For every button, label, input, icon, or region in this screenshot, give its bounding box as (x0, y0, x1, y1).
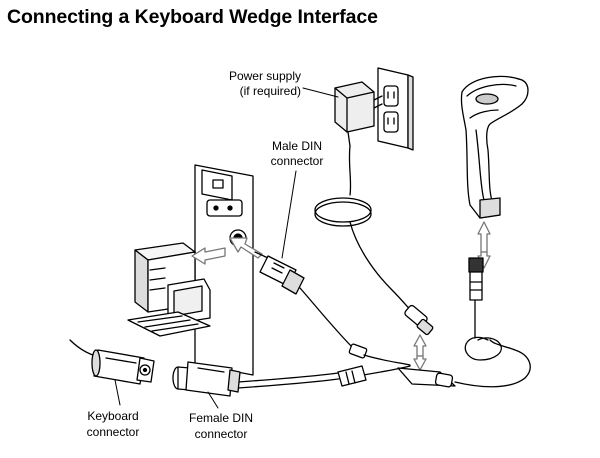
scanner-cable (464, 257, 502, 361)
power-supply (314, 81, 434, 336)
y-cable (237, 339, 531, 389)
male-din-connector (254, 251, 368, 359)
barcode-scanner (460, 75, 529, 219)
female-din-label-line2: connector (195, 427, 248, 441)
computer-rear-panel (194, 164, 254, 376)
keyboard-connector (69, 339, 155, 385)
male-din-label-line1: Male DIN (272, 139, 322, 153)
power-supply-label-line2: (if required) (240, 84, 301, 98)
male-din-label-line2: connector (271, 154, 324, 168)
leader-lines (114, 87, 339, 409)
power-supply-label-line1: Power supply (229, 69, 301, 83)
keyboard-connector-label-line2: connector (87, 425, 140, 439)
desktop-pc (127, 242, 211, 337)
keyboard-connector-label-line1: Keyboard (87, 409, 138, 423)
female-din-label-line1: Female DIN (189, 411, 253, 425)
page-title: Connecting a Keyboard Wedge Interface (7, 6, 378, 28)
wall-outlet (377, 67, 414, 151)
insertion-arrows (191, 221, 491, 371)
female-din-connector (172, 361, 241, 397)
